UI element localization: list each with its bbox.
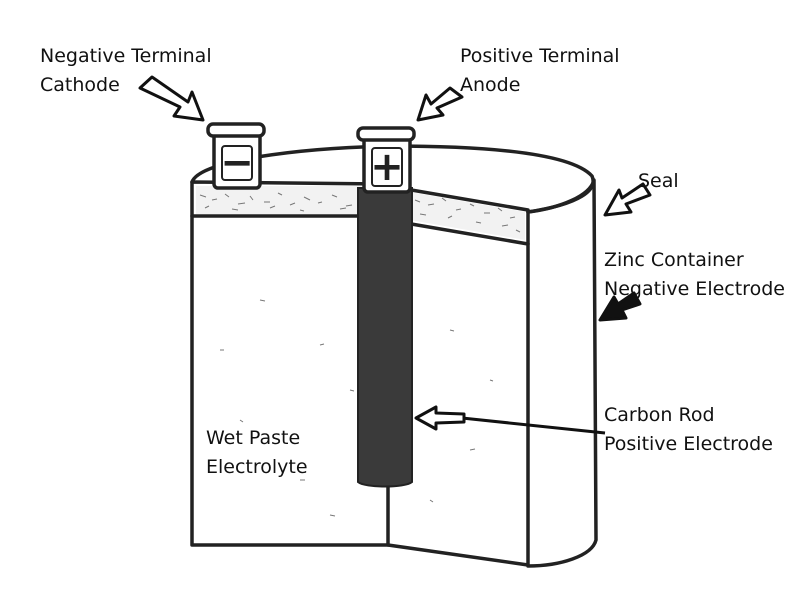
positive-terminal-arrow-icon xyxy=(416,86,464,122)
label-electrolyte: Electrolyte xyxy=(206,456,308,478)
label-negative-electrode: Negative Electrode xyxy=(604,278,785,300)
minus-sign-box xyxy=(221,145,253,181)
label-negative-terminal: Negative Terminal xyxy=(40,45,212,67)
negative-terminal-cap: − xyxy=(206,122,266,190)
positive-terminal-cap: + xyxy=(356,126,416,194)
seal-arrow-icon xyxy=(603,182,652,217)
label-seal: Seal xyxy=(638,170,679,192)
label-positive-terminal: Positive Terminal xyxy=(460,45,620,67)
carbon-rod-arrowhead xyxy=(414,405,466,431)
label-positive-electrode: Positive Electrode xyxy=(604,433,773,455)
carbon-rod-arrow-icon xyxy=(414,405,606,435)
plus-sign-box xyxy=(371,147,403,187)
label-zinc-container: Zinc Container xyxy=(604,249,744,271)
positive-cap-rim xyxy=(356,126,416,142)
minus-sign: − xyxy=(220,140,254,186)
zinc-container-arrow-icon xyxy=(598,291,642,322)
carbon-rod-body xyxy=(357,187,413,488)
carbon-rod-pointer-line xyxy=(461,416,606,435)
seal-texture-right xyxy=(410,192,525,240)
label-cathode: Cathode xyxy=(40,74,120,96)
label-wet-paste: Wet Paste xyxy=(206,427,300,449)
zinc-container-wall xyxy=(526,178,598,568)
seal-texture-left xyxy=(196,186,384,214)
negative-cap-rim xyxy=(206,122,266,138)
label-anode: Anode xyxy=(460,74,520,96)
seal-speckles xyxy=(199,192,521,233)
label-carbon-rod: Carbon Rod xyxy=(604,404,715,426)
paste-speckles xyxy=(220,299,494,517)
plus-sign: + xyxy=(370,144,404,190)
cutaway-right-panel xyxy=(386,184,530,567)
carbon-rod xyxy=(357,187,413,488)
negative-terminal-arrow-icon xyxy=(138,75,205,122)
